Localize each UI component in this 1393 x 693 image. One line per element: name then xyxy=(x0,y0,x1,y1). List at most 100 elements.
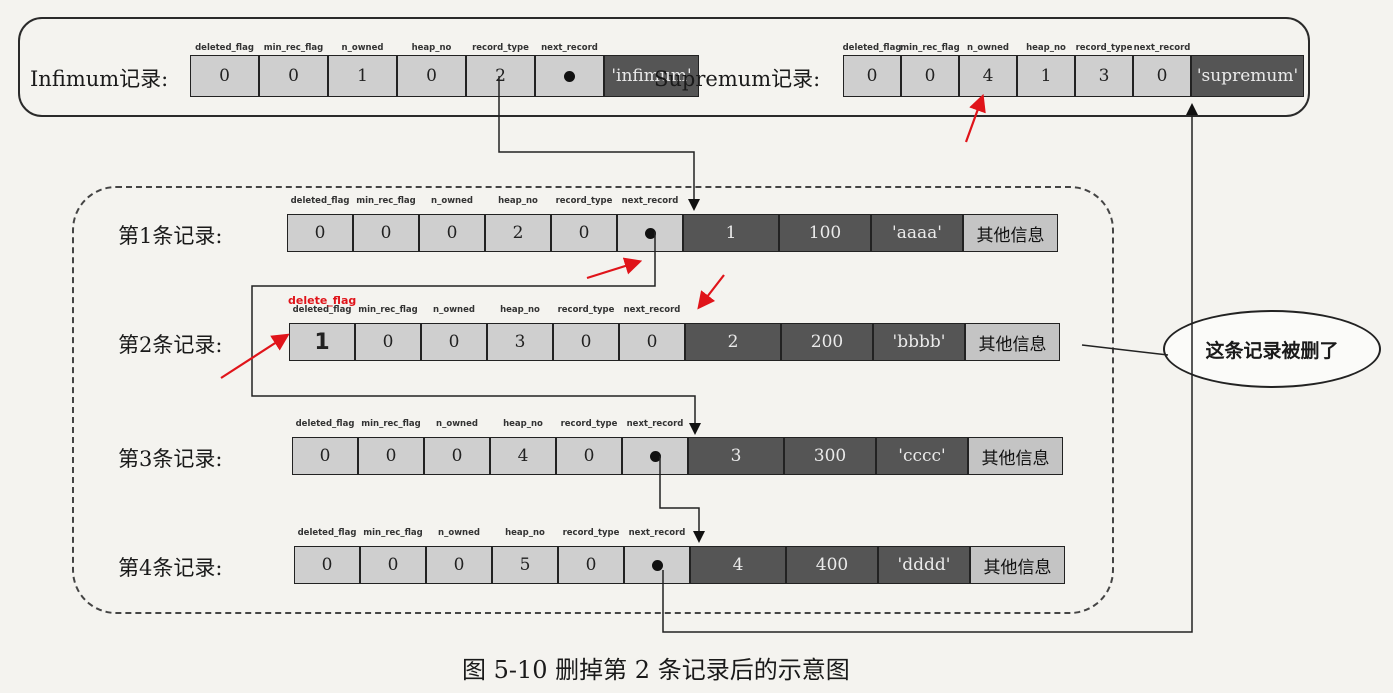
field-header-next-record: next_record xyxy=(628,528,686,538)
record-3-str: 'cccc' xyxy=(876,437,968,475)
record-1-field-1: 0 xyxy=(353,214,419,252)
field-header-next-record: next_record xyxy=(623,305,681,315)
field-header-deleted-flag: deleted_flag xyxy=(297,528,357,538)
record-1-str: 'aaaa' xyxy=(871,214,963,252)
record-3-id: 3 xyxy=(688,437,784,475)
record-3-field-1: 0 xyxy=(358,437,424,475)
field-header-n-owned: n_owned xyxy=(433,305,475,315)
record-1-next-record xyxy=(617,214,683,252)
field-header-n-owned: n_owned xyxy=(967,43,1009,53)
supremum-name: 'supremum' xyxy=(1191,55,1304,97)
field-header-min-rec-flag: min_rec_flag xyxy=(263,43,324,53)
field-header-next-record: next_record xyxy=(626,419,684,429)
record-3-field-2: 0 xyxy=(424,437,490,475)
field-header-min-rec-flag: min_rec_flag xyxy=(361,419,421,429)
record-3-field-4: 0 xyxy=(556,437,622,475)
record-2-id: 2 xyxy=(685,323,781,361)
record-3-next-record xyxy=(622,437,688,475)
field-header-heap-no: heap_no xyxy=(503,419,543,429)
field-header-min-rec-flag: min_rec_flag xyxy=(358,305,418,315)
record-1-field-3: 2 xyxy=(485,214,551,252)
record-2-next-record: 0 xyxy=(619,323,685,361)
record-2-field-0: 1 xyxy=(289,323,355,361)
supremum-field-3: 1 xyxy=(1017,55,1075,97)
supremum-field-0: 0 xyxy=(843,55,901,97)
field-header-record-type: record_type xyxy=(557,305,615,315)
infimum-field-3: 0 xyxy=(397,55,466,97)
field-header-deleted-flag: deleted_flag xyxy=(842,43,902,53)
infimum-next-record xyxy=(535,55,604,97)
infimum-field-4: 2 xyxy=(466,55,535,97)
record-2-str: 'bbbb' xyxy=(873,323,965,361)
record-1-field-2: 0 xyxy=(419,214,485,252)
supremum-field-5: 0 xyxy=(1133,55,1191,97)
record-1-field-0: 0 xyxy=(287,214,353,252)
record-4-label: 第4条记录: xyxy=(118,556,223,580)
record-2-field-1: 0 xyxy=(355,323,421,361)
record-1-num: 100 xyxy=(779,214,871,252)
field-header-min-rec-flag: min_rec_flag xyxy=(356,196,416,206)
record-4-field-4: 0 xyxy=(558,546,624,584)
record-3-field-0: 0 xyxy=(292,437,358,475)
supremum-label: Supremum记录: xyxy=(654,67,821,91)
field-header-n-owned: n_owned xyxy=(436,419,478,429)
record-1-label: 第1条记录: xyxy=(118,224,223,248)
field-header-n-owned: n_owned xyxy=(438,528,480,538)
supremum-field-1: 0 xyxy=(901,55,959,97)
record-2-num: 200 xyxy=(781,323,873,361)
record-4-id: 4 xyxy=(690,546,786,584)
record-2-label: 第2条记录: xyxy=(118,333,223,357)
record-4-other: 其他信息 xyxy=(970,546,1065,584)
record-1-other: 其他信息 xyxy=(963,214,1058,252)
field-header-heap-no: heap_no xyxy=(411,43,452,53)
field-header-deleted-flag: deleted_flag xyxy=(295,419,355,429)
field-header-n-owned: n_owned xyxy=(431,196,473,206)
record-3-num: 300 xyxy=(784,437,876,475)
record-1-field-4: 0 xyxy=(551,214,617,252)
record-3-label: 第3条记录: xyxy=(118,447,223,471)
field-header-record-type: record_type xyxy=(562,528,620,538)
supremum-field-2: 4 xyxy=(959,55,1017,97)
pointer-dot-icon xyxy=(649,450,661,462)
pointer-dot-icon xyxy=(564,70,575,82)
record-2-other: 其他信息 xyxy=(965,323,1060,361)
field-header-record-type: record_type xyxy=(472,43,529,53)
record-4-field-0: 0 xyxy=(294,546,360,584)
infimum-field-0: 0 xyxy=(190,55,259,97)
record-4-str: 'dddd' xyxy=(878,546,970,584)
field-header-next-record: next_record xyxy=(541,43,598,53)
deleted-callout-bubble: 这条记录被删了 xyxy=(1163,310,1381,388)
record-3-field-3: 4 xyxy=(490,437,556,475)
field-header-heap-no: heap_no xyxy=(500,305,540,315)
infimum-label: Infimum记录: xyxy=(30,67,169,91)
field-header-record-type: record_type xyxy=(555,196,613,206)
field-header-min-rec-flag: min_rec_flag xyxy=(363,528,423,538)
record-2-field-4: 0 xyxy=(553,323,619,361)
field-header-n-owned: n_owned xyxy=(341,43,384,53)
field-header-deleted-flag: deleted_flag xyxy=(195,43,254,53)
record-4-field-2: 0 xyxy=(426,546,492,584)
field-header-heap-no: heap_no xyxy=(498,196,538,206)
field-header-next-record: next_record xyxy=(621,196,679,206)
field-header-next-record: next_record xyxy=(1133,43,1191,53)
record-2-field-2: 0 xyxy=(421,323,487,361)
field-header-min-rec-flag: min_rec_flag xyxy=(900,43,960,53)
record-1-id: 1 xyxy=(683,214,779,252)
pointer-dot-icon xyxy=(644,227,656,239)
record-3-other: 其他信息 xyxy=(968,437,1063,475)
infimum-field-1: 0 xyxy=(259,55,328,97)
pointer-dot-icon xyxy=(651,559,663,571)
record-4-num: 400 xyxy=(786,546,878,584)
field-header-heap-no: heap_no xyxy=(505,528,545,538)
field-header-heap-no: heap_no xyxy=(1026,43,1066,53)
record-4-field-1: 0 xyxy=(360,546,426,584)
record-4-next-record xyxy=(624,546,690,584)
supremum-field-4: 3 xyxy=(1075,55,1133,97)
record-2-field-3: 3 xyxy=(487,323,553,361)
field-header-deleted-flag: deleted_flag xyxy=(290,196,350,206)
infimum-field-2: 1 xyxy=(328,55,397,97)
field-header-record-type: record_type xyxy=(560,419,618,429)
delete-flag-annotation: delete_flag xyxy=(288,294,357,307)
record-4-field-3: 5 xyxy=(492,546,558,584)
figure-caption: 图 5-10 删掉第 2 条记录后的示意图 xyxy=(462,656,850,684)
